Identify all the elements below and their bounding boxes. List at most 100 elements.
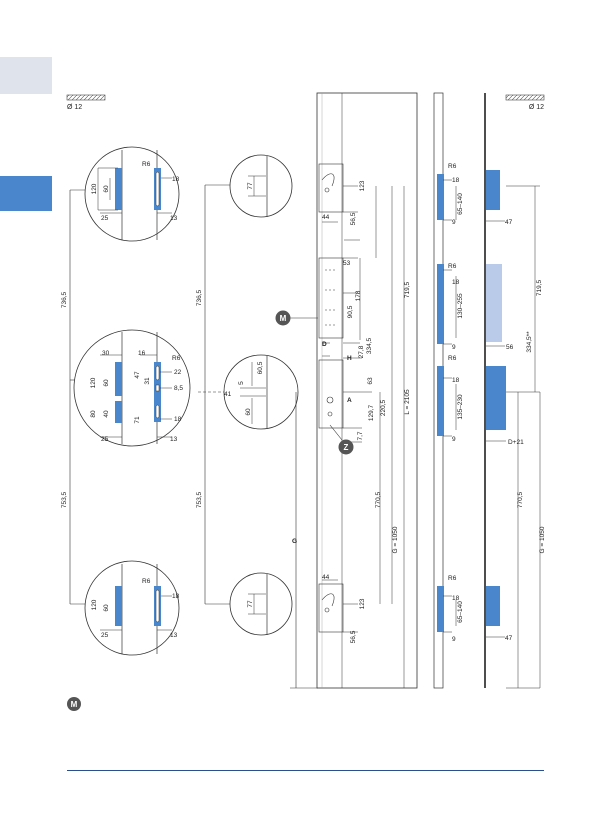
dim-18: 18 — [172, 176, 180, 183]
dim-120: 120 — [91, 183, 98, 194]
dim-71: 71 — [134, 416, 141, 424]
lock-faceplate — [316, 92, 418, 689]
dim-80: 80 — [90, 410, 97, 418]
dim-18: 18 — [174, 416, 182, 423]
dim-22: 22 — [174, 369, 182, 376]
dim-spacing-lower: 753,5 — [61, 491, 68, 508]
dim-30: 30 — [102, 350, 110, 357]
strip-r6: R6 — [448, 575, 457, 582]
header-hatch-right — [505, 94, 545, 101]
frame-dim-47: 47 — [505, 635, 513, 642]
dim-334-5: 334,5 — [366, 337, 373, 354]
dim-129-7: 129,7 — [368, 404, 375, 421]
strip-18: 18 — [452, 279, 460, 286]
section-tab-light — [0, 57, 52, 94]
strike-strip — [433, 92, 457, 689]
dim-178: 178 — [355, 290, 362, 301]
frame-dim-56: 56 — [506, 344, 514, 351]
dim-90-5: 90,5 — [347, 305, 354, 318]
dim-a: A — [347, 397, 352, 404]
frame-dim-770-5: 770,5 — [517, 491, 524, 508]
marker-m: M — [275, 310, 318, 326]
dim-r6: R6 — [142, 161, 151, 168]
dim-719-5: 719,5 — [404, 281, 411, 298]
dim-spacing-lower-mid: 753,5 — [196, 491, 203, 508]
lock-dim-lines — [359, 186, 405, 688]
frame-dim-g-1050: G = 1050 — [539, 526, 546, 553]
strip-r6: R6 — [448, 163, 457, 170]
dim-25: 25 — [101, 215, 109, 222]
dim-60: 60 — [245, 408, 252, 416]
header-diameter-left: Ø 12 — [67, 104, 82, 111]
dim-top-44: 44 — [322, 214, 330, 221]
detail-circle-mid-left — [73, 329, 191, 447]
dim-16: 16 — [138, 350, 146, 357]
dim-120: 120 — [90, 377, 97, 388]
dim-r6: R6 — [172, 355, 181, 362]
dim-bot-123: 123 — [359, 598, 366, 609]
dim-47: 47 — [134, 371, 141, 379]
strip-r6: R6 — [448, 355, 457, 362]
dim-8-5: 8,5 — [174, 385, 183, 392]
footer-rule — [67, 770, 544, 771]
dim-40: 40 — [103, 410, 110, 418]
detail-circle-bot-left — [84, 560, 180, 656]
dim-60-5: 60,5 — [257, 361, 264, 374]
dim-120: 120 — [91, 599, 98, 610]
dim-25: 25 — [101, 632, 109, 639]
dim-13: 13 — [170, 632, 178, 639]
frame-dim-d-plus-21: D+21 — [508, 439, 524, 446]
strip-18: 18 — [452, 595, 460, 602]
strip-9: 9 — [452, 636, 456, 643]
detail-circle-bot-right — [229, 572, 293, 636]
detail-circle-top-left — [84, 146, 180, 242]
dim-d: D — [322, 341, 327, 348]
strip-r6: R6 — [448, 263, 457, 270]
dim-g: G — [292, 538, 297, 545]
svg-text:M: M — [280, 314, 287, 323]
frame-dim-47: 47 — [505, 219, 513, 226]
dim-25: 25 — [101, 436, 109, 443]
dim-h: H — [347, 355, 352, 362]
strip-135-230: 135–230 — [457, 394, 464, 420]
strip-18: 18 — [452, 177, 460, 184]
dim-77: 77 — [247, 600, 254, 608]
dim-220-5: 220,5 — [380, 399, 387, 416]
svg-text:Z: Z — [344, 443, 349, 452]
strip-9: 9 — [452, 436, 456, 443]
header-hatch-left — [66, 94, 106, 101]
dim-770-5: 770,5 — [375, 491, 382, 508]
dim-13: 13 — [170, 215, 178, 222]
bottom-hook-lock — [318, 579, 358, 633]
frame-profile — [484, 93, 541, 689]
dim-r6: R6 — [142, 578, 151, 585]
dim-bot-56-5: 56,5 — [350, 630, 357, 643]
dim-spacing-upper: 736,5 — [61, 291, 68, 308]
svg-text:M: M — [71, 700, 78, 709]
dim-7-7: 7,7 — [357, 431, 364, 440]
dim-63: 63 — [367, 377, 374, 385]
top-hook-lock — [318, 163, 360, 241]
dim-13: 13 — [170, 436, 178, 443]
header-diameter-right: Ø 12 — [529, 104, 544, 111]
dim-5: 5 — [238, 381, 245, 385]
strip-65-140: 65–140 — [457, 193, 464, 215]
dim-spacing-upper-mid: 736,5 — [196, 289, 203, 306]
g-dimension — [290, 392, 318, 689]
dim-53: 53 — [343, 260, 351, 267]
strip-18: 18 — [452, 377, 460, 384]
legend-marker-m: M — [67, 697, 81, 711]
dim-60: 60 — [103, 379, 110, 387]
detail-circle-top-right — [229, 154, 293, 218]
dim-top-56-5: 56,5 — [350, 212, 357, 225]
dim-g-1050: G = 1050 — [392, 526, 399, 553]
dim-41: 41 — [224, 391, 232, 398]
dim-18: 18 — [172, 593, 180, 600]
dim-length-l: L = 2105 — [404, 389, 411, 415]
detail-circle-mid-right — [223, 354, 299, 430]
dim-27-8: 27,8 — [358, 345, 365, 358]
strip-130-255: 130–255 — [457, 293, 464, 319]
frame-dim-334-5: 334,5** — [526, 331, 533, 353]
strip-9: 9 — [452, 344, 456, 351]
marker-z: Z — [329, 424, 354, 455]
